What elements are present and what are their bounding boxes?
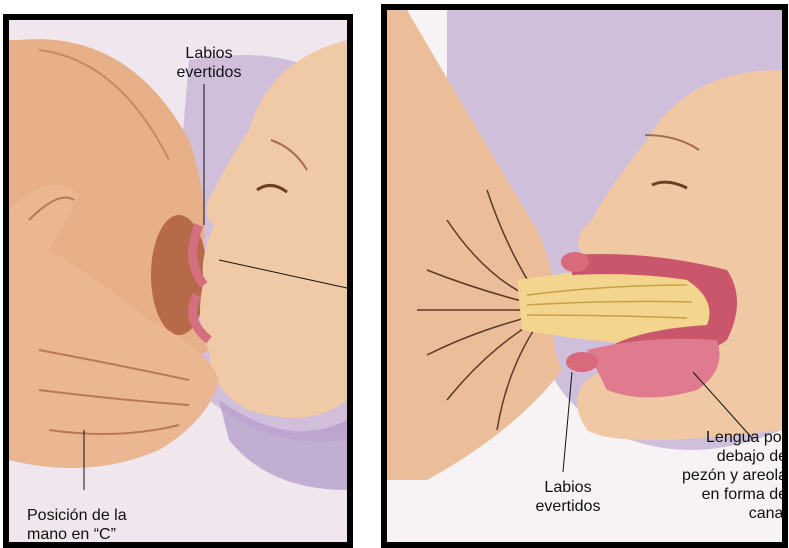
lower-lip-shape xyxy=(566,352,598,372)
left-illustration-panel: Labios evertidos Posición de la mano en … xyxy=(3,14,353,548)
label-hand-position: Posición de la mano en “C” xyxy=(27,506,177,544)
label-everted-lips: Labios evertidos xyxy=(159,44,259,82)
label-tongue-position: Lengua por debajo de pezón y areola en f… xyxy=(657,428,787,523)
label-everted-lips: Labios evertidos xyxy=(513,478,623,516)
right-illustration-panel: Labios evertidos Lengua por debajo de pe… xyxy=(381,4,788,548)
upper-lip-shape xyxy=(561,252,589,272)
left-breastfeeding-illustration xyxy=(9,20,347,542)
